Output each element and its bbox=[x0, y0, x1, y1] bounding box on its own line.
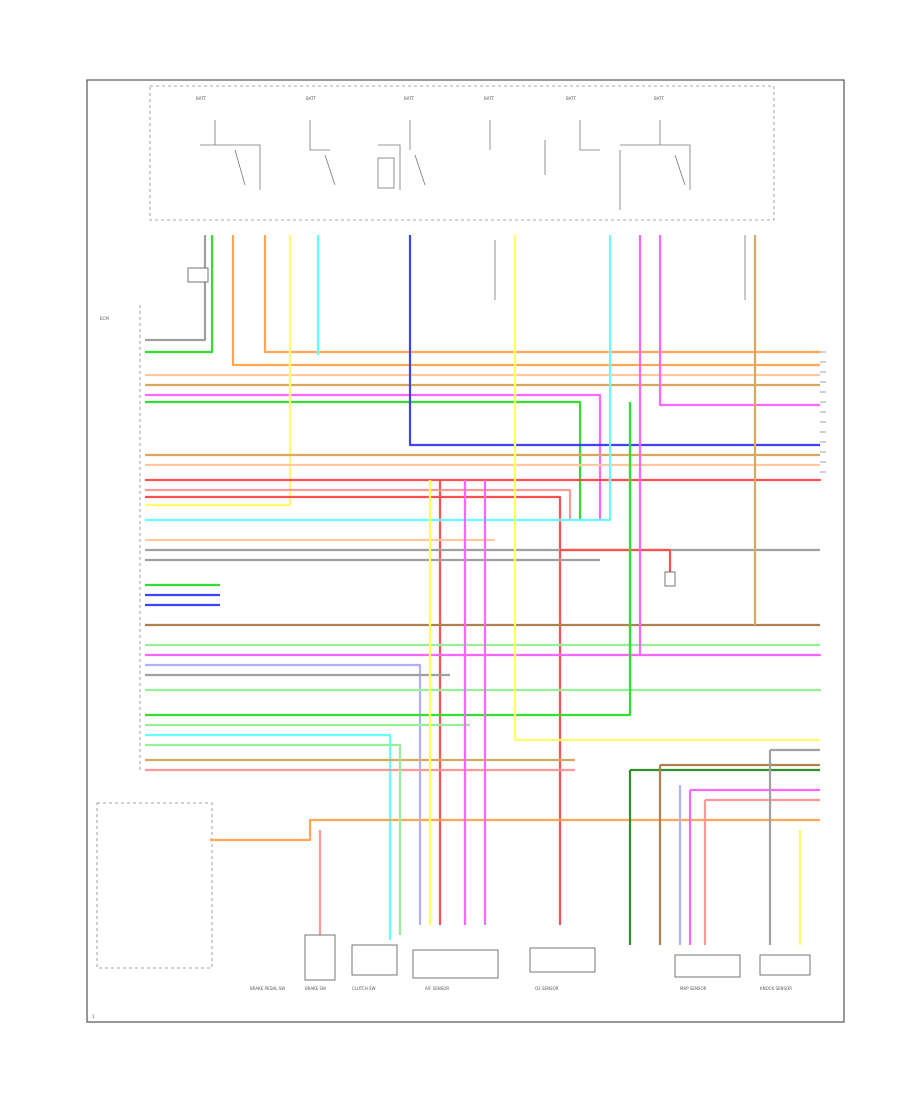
fuse-header-2: BATT bbox=[306, 96, 317, 101]
wire-green-53 bbox=[145, 235, 214, 354]
label-knock-sensor: KNOCK SENSOR bbox=[760, 986, 792, 991]
wire-red-14 bbox=[145, 495, 562, 925]
connector-top-left bbox=[187, 267, 209, 283]
label-af-sensor: A/F SENSOR bbox=[425, 986, 449, 991]
wire-lightgreen-55 bbox=[145, 743, 402, 935]
wire-harness bbox=[145, 235, 826, 945]
wire-orange-36 bbox=[210, 818, 820, 842]
label-brake-sw: BRAKE SW bbox=[305, 986, 326, 991]
wire-blue-9 bbox=[408, 235, 820, 447]
connector-mid-right bbox=[664, 571, 676, 587]
wire-cyan-31 bbox=[145, 733, 392, 940]
ecm-label: ECM bbox=[100, 316, 109, 321]
wire-orange-1 bbox=[231, 235, 820, 367]
wire-cyan-15 bbox=[145, 235, 612, 522]
component-knock-sensor bbox=[759, 954, 811, 976]
fuse-header-6: BATT bbox=[654, 96, 665, 101]
wire-green-29 bbox=[145, 402, 632, 717]
fuse-header-1: BATT bbox=[196, 96, 207, 101]
fuse-header-3: BATT bbox=[404, 96, 415, 101]
wire-yellow-33 bbox=[513, 235, 820, 742]
component-o2-sensor bbox=[529, 947, 596, 973]
wire-red-12 bbox=[145, 478, 822, 925]
wire-salmon-13 bbox=[145, 488, 572, 520]
fuse-headers: BATT BATT BATT BATT BATT BATT bbox=[196, 96, 665, 101]
wire-orange-0 bbox=[263, 235, 820, 354]
component-af-sensor bbox=[412, 949, 499, 979]
wire-lavender-26 bbox=[145, 663, 422, 925]
wire-pink-6 bbox=[658, 235, 820, 407]
component-brake-switch bbox=[304, 934, 336, 981]
fuse-header-4: BATT bbox=[484, 96, 495, 101]
label-o2-sensor: O2 SENSOR bbox=[535, 986, 559, 991]
fuse-header-5: BATT bbox=[566, 96, 577, 101]
label-clutch-sw: CLUTCH SW bbox=[352, 986, 376, 991]
diagram-border bbox=[86, 79, 845, 1023]
component-clutch-switch bbox=[351, 944, 398, 976]
wire-gray-54 bbox=[145, 235, 207, 342]
lower-left-module bbox=[96, 802, 213, 969]
relay-symbols bbox=[200, 120, 691, 210]
wire-yellow-7 bbox=[145, 235, 292, 507]
wire-pink-4 bbox=[145, 393, 602, 520]
fuse-relay-box bbox=[149, 85, 775, 221]
component-map-sensor bbox=[674, 954, 741, 978]
bottom-components: BRAKE SW CLUTCH SW BRAKE PEDAL SW A/F SE… bbox=[250, 934, 811, 991]
misc-symbols bbox=[187, 235, 746, 587]
label-brake-pedal-sw: BRAKE PEDAL SW bbox=[250, 986, 285, 991]
page-number: 1 bbox=[92, 1014, 95, 1019]
label-map-sensor: MAP SENSOR bbox=[680, 986, 707, 991]
wire-pink-25 bbox=[145, 235, 822, 657]
wire-red-19 bbox=[560, 548, 672, 575]
